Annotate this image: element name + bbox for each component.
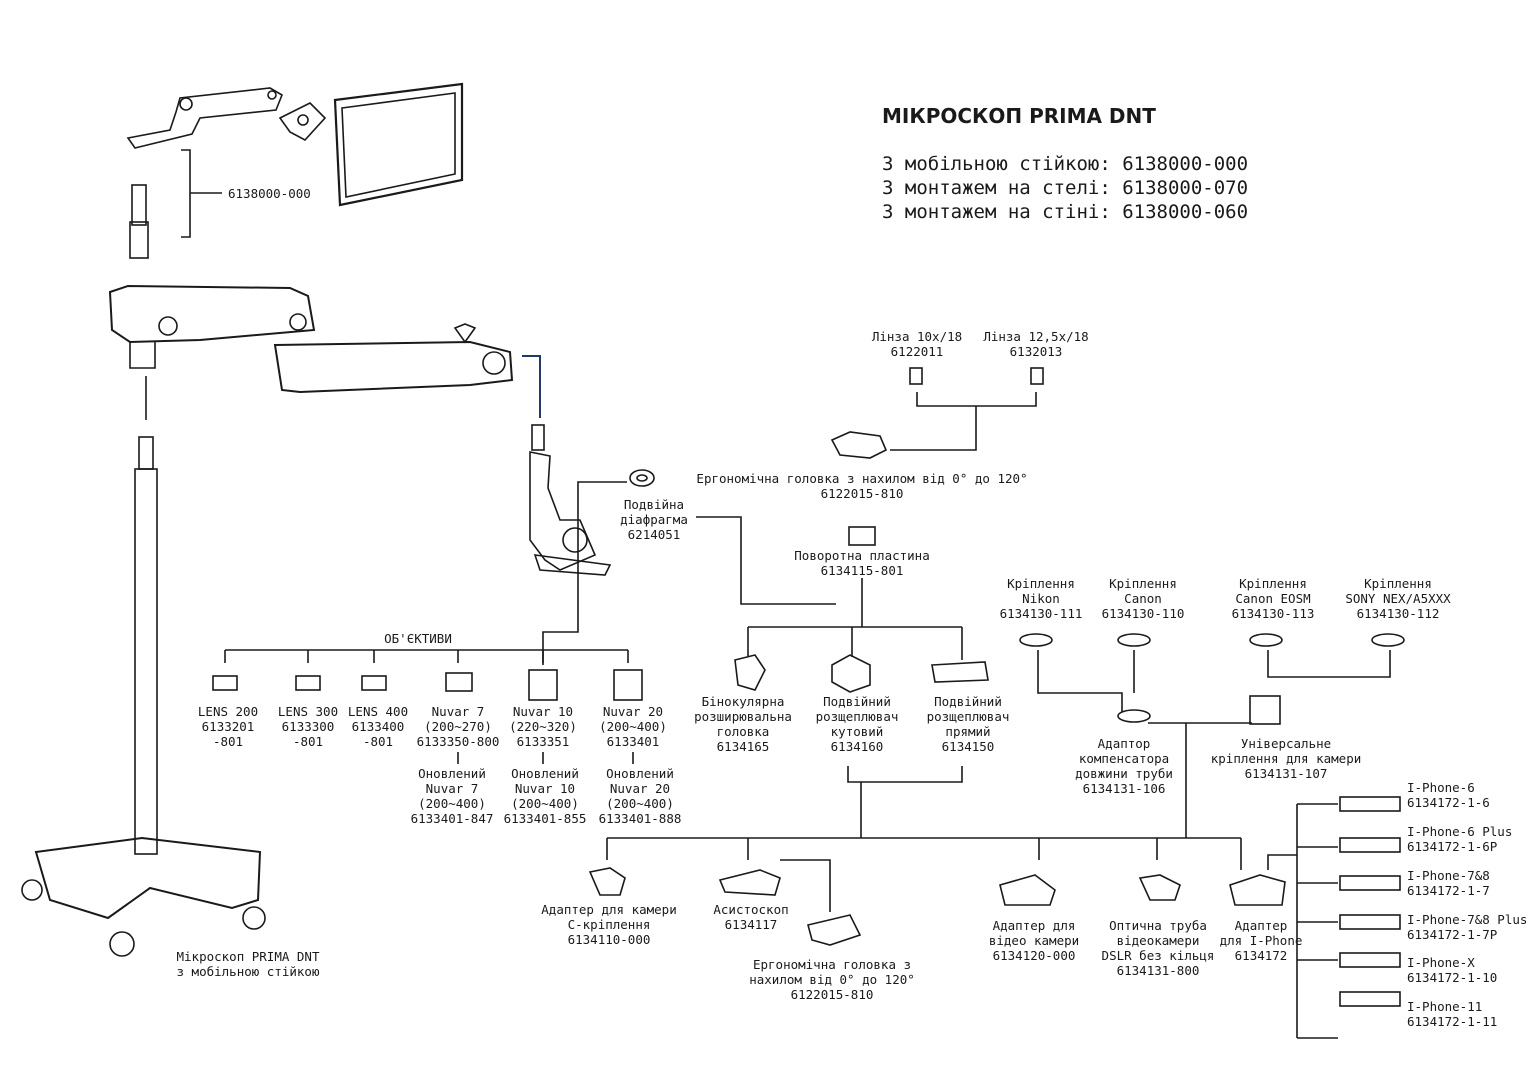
beam-splitter-straight-icon — [931, 661, 989, 683]
assistoscope-label: Асистоскоп 6134117 — [713, 902, 789, 932]
iphone-78plus-label: I-Phone-7&8 Plus 6134172-1-7P — [1407, 912, 1528, 942]
monitor-drawing — [333, 82, 464, 207]
microscope-caption: Мікроскоп PRIMA DNT з мобільною стійкою — [176, 949, 320, 979]
double-diaphragm-label: Подвійна діафрагма 6214051 — [620, 497, 688, 542]
binocular-label: Бінокулярна розширювальна головка 613416… — [694, 694, 792, 754]
lens-125x-icon — [1030, 367, 1044, 385]
adapter-c-label: Адаптер для камери C-кріплення 6134110-0… — [541, 902, 677, 947]
rotary-plate-icon — [848, 526, 876, 546]
objective-icons — [212, 669, 643, 701]
diaphragm-drawing — [629, 469, 655, 487]
mount-canon-label: Кріплення Canon 6134130-110 — [1101, 576, 1185, 621]
lens200-label: LENS 200 6133201 -801 — [197, 704, 259, 749]
lens400-label: LENS 400 6133400 -801 — [347, 704, 409, 749]
universal-mount-label: Універсальне кріплення для камери 613413… — [1210, 736, 1362, 781]
universal-mount-icon — [1249, 695, 1281, 725]
stand-bracket — [181, 149, 191, 238]
mount-canon-eosm-label: Кріплення Canon EOSM 6134130-113 — [1231, 576, 1315, 621]
nuvar7-label: Nuvar 7 (200~270) 6133350-800 — [416, 704, 500, 749]
binocular-head-icon — [734, 654, 766, 691]
adapter-iphone-label: Адаптер для I-Phone 6134172 — [1219, 918, 1303, 963]
lens-10x-label: Лінза 10х/18 6122011 — [871, 329, 963, 359]
stand-column-drawing — [21, 436, 266, 957]
nuvar20-new-label: Оновлений Nuvar 20 (200~400) 6133401-888 — [598, 766, 682, 826]
ergo-head-bottom-label: Ергономічна головка з нахилом від 0° до … — [749, 957, 915, 1002]
beam-splitter-angled-icon — [831, 654, 871, 693]
stand-code: 6138000-000 — [228, 186, 311, 201]
variant-mobile: З мобільною стійкою: 6138000-000 — [882, 153, 1249, 175]
microscope-head-drawing — [108, 284, 514, 394]
camera-mount-icons — [1019, 633, 1405, 647]
variant-ceiling: З монтажем на стелі: 6138000-070 — [882, 177, 1249, 199]
nuvar10-new-label: Оновлений Nuvar 10 (200~400) 6133401-855 — [503, 766, 587, 826]
tube-compensator-icon — [1117, 709, 1151, 723]
mount-sony-label: Кріплення SONY NEX/A5XXX 6134130-112 — [1345, 576, 1451, 621]
iphone-6-label: I-Phone-6 6134172-1-6 — [1407, 780, 1490, 810]
iphone-11-label: I-Phone-11 6134172-1-11 — [1407, 999, 1498, 1029]
tube-compensator-label: Адаптор компенсатора довжини труби 61341… — [1075, 736, 1173, 796]
lens-10x-icon — [909, 367, 923, 385]
lower-accessory-icons — [588, 867, 1286, 946]
nuvar20-label: Nuvar 20 (200~400) 6133401 — [599, 704, 667, 749]
lens-125x-label: Лінза 12,5х/18 6132013 — [983, 329, 1089, 359]
beam-straight-label: Подвійний розщеплювач прямий 6134150 — [926, 694, 1010, 754]
iphone-x-label: I-Phone-X 6134172-1-10 — [1407, 955, 1498, 985]
iphone-78-label: I-Phone-7&8 6134172-1-7 — [1407, 868, 1490, 898]
rotary-plate-label: Поворотна пластина 6134115-801 — [794, 548, 930, 578]
monitor-post-drawing — [129, 184, 149, 259]
body-assembly-drawing — [529, 424, 612, 576]
page-title: МІКРОСКОП PRIMA DNT — [882, 104, 1156, 128]
nuvar7-new-label: Оновлений Nuvar 7 (200~400) 6133401-847 — [410, 766, 494, 826]
lens300-label: LENS 300 6133300 -801 — [277, 704, 339, 749]
mount-nikon-label: Кріплення Nikon 6134130-111 — [999, 576, 1083, 621]
monitor-arm-drawing — [126, 87, 327, 149]
optic-tube-label: Оптична труба відеокамери DSLR без кільц… — [1101, 918, 1215, 978]
ergo-head-top-label: Ергономічна головка з нахилом від 0° до … — [696, 471, 1028, 501]
iphone-holder-icons — [1339, 796, 1401, 1007]
objectives-header: ОБ'ЄКТИВИ — [384, 631, 452, 646]
adapter-video-label: Адаптер для відео камери 6134120-000 — [988, 918, 1080, 963]
variant-wall: З монтажем на стіні: 6138000-060 — [882, 201, 1249, 223]
beam-angled-label: Подвійний розщеплювач кутовий 6134160 — [815, 694, 899, 754]
iphone-6plus-label: I-Phone-6 Plus 6134172-1-6P — [1407, 824, 1513, 854]
nuvar10-label: Nuvar 10 (220~320) 6133351 — [509, 704, 577, 749]
ergo-head-top-icon — [830, 431, 888, 459]
